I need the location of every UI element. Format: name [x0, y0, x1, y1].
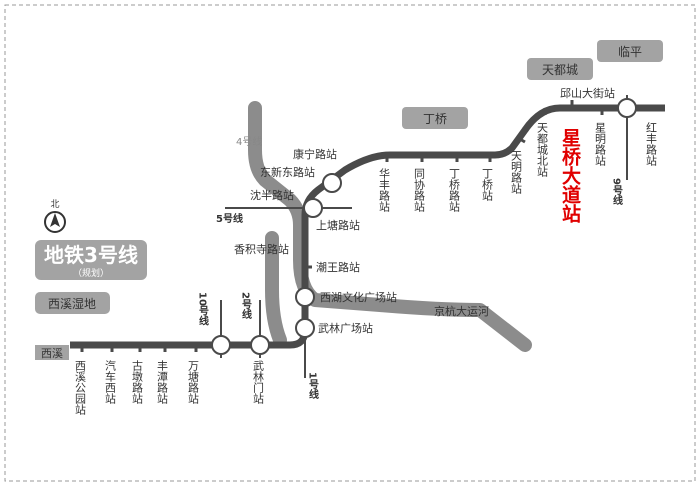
station-wulin-square: 武林广场站 [318, 321, 373, 335]
station-xingqiao-highlight: 星桥大道站 [559, 128, 581, 224]
station-shenban: 沈半路站 [250, 188, 294, 202]
interchange-dongxindong [322, 173, 342, 193]
station-wantang: 万塘路站 [187, 360, 200, 405]
xixi-wetland-box [35, 292, 110, 314]
line2-label: 2号线 [240, 292, 252, 320]
tianducheng-label: 天都城 [542, 63, 578, 77]
line5-label: 5号线 [216, 212, 243, 225]
linping-label: 临平 [618, 45, 642, 59]
line4-label: 4号线 [236, 135, 262, 148]
line4-branch [265, 231, 287, 347]
interchange-qiushan [617, 98, 637, 118]
interchange-shenban [303, 198, 323, 218]
station-dongxindong: 东新东路站 [260, 165, 315, 179]
map-subtitle: （规划） [73, 267, 109, 279]
station-shangtang: 上塘路站 [316, 218, 360, 232]
station-tianming: 天明路站 [510, 150, 523, 195]
station-qichexi: 汽车西站 [104, 359, 117, 405]
station-xiangjisi: 香积寺路站 [234, 242, 289, 256]
title-box [35, 240, 147, 280]
xixi-wetland-label: 西溪湿地 [48, 296, 96, 311]
station-gudun: 古墩路站 [131, 360, 144, 405]
linping-box [597, 40, 663, 62]
tianducheng-box [527, 58, 593, 80]
map-border [4, 4, 696, 482]
station-dingqiao: 丁桥站 [481, 168, 494, 202]
interchange-wulin-square [295, 318, 315, 338]
north-label: 北 [50, 199, 59, 210]
station-dingqiao-road: 丁桥路站 [448, 168, 461, 213]
station-fengtan: 丰潭路站 [156, 360, 169, 405]
dingqiao-box [402, 107, 468, 129]
north-arrow-icon [50, 213, 60, 227]
dingqiao-label: 丁桥 [423, 112, 447, 126]
station-ticks [80, 100, 604, 352]
station-qiushan: 邱山大街站 [560, 86, 615, 100]
station-xingming: 星明路站 [594, 122, 607, 167]
xixi-box [35, 345, 69, 360]
xixi-label: 西溪 [41, 347, 63, 360]
line4-path [248, 101, 532, 352]
station-tongxie: 同协路站 [413, 168, 426, 213]
map-title: 地铁3号线 [44, 243, 138, 267]
interchange-xihu-culture [295, 287, 315, 307]
line1-label: 1号线 [307, 372, 319, 400]
station-chaowang: 潮王路站 [316, 260, 360, 274]
station-huafeng: 华丰路站 [378, 167, 391, 213]
station-kangning: 康宁路站 [293, 147, 337, 161]
station-xixi-park: 西溪公园站 [74, 360, 87, 416]
station-tianducheng-north: 天都城北站 [536, 122, 549, 178]
interchange-line10 [211, 335, 231, 355]
grand-canal-label: 京杭大运河 [434, 304, 489, 318]
station-wulinmen: 武林门站 [252, 360, 265, 405]
interchange-stations [211, 98, 637, 355]
line9-label: 9号线 [611, 178, 623, 206]
interchange-wulinmen [250, 335, 270, 355]
station-hongfeng: 红丰路站 [645, 122, 658, 167]
line10-label: 10号线 [197, 292, 209, 327]
station-xihu-culture: 西湖文化广场站 [320, 290, 397, 304]
